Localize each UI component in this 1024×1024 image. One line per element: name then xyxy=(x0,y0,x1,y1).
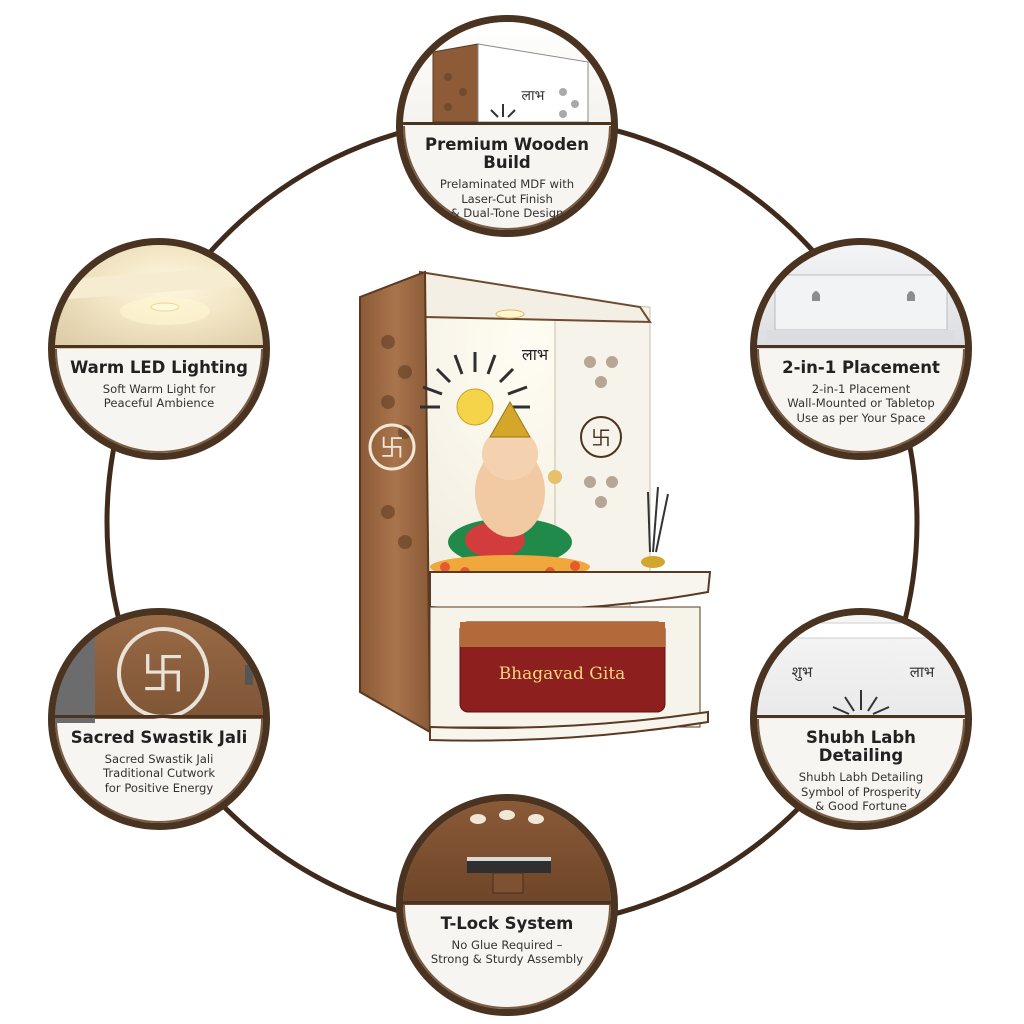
t-lock-slot-icon xyxy=(467,859,551,873)
feature-desc-line2: Peaceful Ambience xyxy=(103,396,215,411)
feature-title: Premium Wooden Build xyxy=(425,135,589,173)
shrine-label: लाभ xyxy=(522,345,549,364)
book-title: Bhagavad Gita xyxy=(499,664,626,684)
labh-photo-label: लाभ xyxy=(522,88,546,104)
canopy-illustration: लाभ xyxy=(432,43,589,123)
feature-desc-line1: Sacred Swastik Jali xyxy=(104,752,214,767)
feature-desc-line2: Laser-Cut Finish xyxy=(461,191,553,206)
feature-badge-t-lock: T-Lock System No Glue Required – Strong … xyxy=(396,794,618,1016)
swastik-icon: 卐 xyxy=(141,649,185,700)
feature-desc-line2: Strong & Sturdy Assembly xyxy=(430,952,584,967)
feature-title: 2-in-1 Placement xyxy=(782,358,940,378)
feature-desc-line2: Wall-Mounted or Tabletop xyxy=(787,396,935,411)
placement-photo xyxy=(757,245,965,349)
badge-divider xyxy=(757,714,965,718)
feature-badge-wooden-build: लाभ Premium Wooden Build Prelaminated MD… xyxy=(396,15,618,237)
feature-title: Sacred Swastik Jali xyxy=(70,728,248,748)
t-lock-photo xyxy=(403,801,611,905)
feature-badge-placement: 2-in-1 Placement 2-in-1 Placement Wall-M… xyxy=(750,238,972,460)
feature-badge-swastik-jali: 卐 Sacred Swastik Jali Sacred Swastik Jal… xyxy=(48,608,270,830)
feature-desc-line3: & Dual-Tone Design xyxy=(450,205,564,220)
feature-desc-line3: for Positive Energy xyxy=(104,780,214,795)
svg-text:卐: 卐 xyxy=(591,426,611,450)
keyhole-icon xyxy=(907,291,915,301)
keyhole-icon xyxy=(812,291,820,301)
labh-label: लाभ xyxy=(910,663,935,681)
feature-title: Shubh Labh Detailing xyxy=(806,728,916,766)
feature-desc-line3: & Good Fortune xyxy=(815,798,907,813)
led-photo xyxy=(55,245,263,349)
feature-desc-line1: 2-in-1 Placement xyxy=(811,382,911,397)
feature-desc-line1: Prelaminated MDF with xyxy=(439,177,575,192)
feature-badge-led-lighting: Warm LED Lighting Soft Warm Light for Pe… xyxy=(48,238,270,460)
wood-panel-photo: लाभ xyxy=(403,22,611,126)
feature-desc-line1: Soft Warm Light for xyxy=(102,382,216,397)
feature-badge-shubh-labh: शुभ लाभ Shubh Labh Detailing Shubh Labh … xyxy=(750,608,972,830)
feature-title: Warm LED Lighting xyxy=(70,358,248,378)
feature-desc-line2: Symbol of Prosperity xyxy=(800,784,922,799)
badge-divider xyxy=(403,900,611,904)
jali-photo: 卐 xyxy=(55,615,263,723)
sun-motif-icon xyxy=(832,690,890,715)
feature-desc-line3: Use as per Your Space xyxy=(796,410,926,425)
shubh-label: शुभ xyxy=(792,663,813,682)
svg-text:卐: 卐 xyxy=(380,434,404,462)
feature-desc-line1: Shubh Labh Detailing xyxy=(798,770,924,785)
badge-divider xyxy=(55,344,263,348)
badge-divider xyxy=(757,344,965,348)
shubh-labh-photo: शुभ लाभ xyxy=(757,615,965,719)
feature-title: T-Lock System xyxy=(440,914,574,934)
badge-divider xyxy=(403,121,611,125)
mandir-product-image: 卐 卐 लाभ Bhagavad Gita xyxy=(359,270,712,742)
badge-divider xyxy=(55,714,263,718)
feature-desc-line1: No Glue Required – xyxy=(451,938,563,953)
feature-desc-line2: Traditional Cutwork xyxy=(102,766,216,781)
